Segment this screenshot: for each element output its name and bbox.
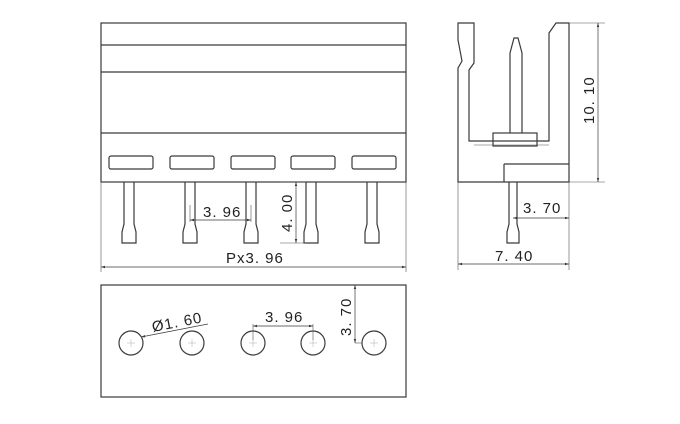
dim-pin-length-label: 4. 00 bbox=[279, 194, 296, 232]
bottom-view: Ø1. 60 3. 96 3. 70 bbox=[100, 284, 407, 398]
side-pin-top bbox=[509, 37, 523, 133]
bottom-view-body bbox=[100, 284, 407, 398]
dim-hole-pitch-label: 3. 96 bbox=[265, 309, 303, 326]
dim-pin-offset-label: 3. 70 bbox=[523, 200, 561, 217]
side-view-body bbox=[457, 22, 570, 183]
pin-slots bbox=[108, 155, 397, 170]
pin bbox=[182, 182, 198, 244]
front-view-body bbox=[100, 22, 407, 183]
pin bbox=[303, 182, 319, 244]
pin-slot bbox=[108, 155, 154, 170]
pin bbox=[121, 182, 137, 244]
side-view: 10. 10 3. 70 7. 40 bbox=[457, 22, 605, 270]
front-view: 3. 96 4. 00 Px3. 96 bbox=[100, 22, 407, 272]
side-pin-bottom bbox=[506, 182, 520, 244]
pin-slot bbox=[351, 155, 397, 170]
pin-slot bbox=[230, 155, 276, 170]
side-pin-collar bbox=[492, 132, 538, 147]
dim-overall-label: Px3. 96 bbox=[226, 250, 284, 267]
dim-hole-offset-label: 3. 70 bbox=[338, 298, 355, 336]
pin-slot bbox=[290, 155, 336, 170]
dim-height-label: 10. 10 bbox=[581, 76, 598, 124]
pin-slot bbox=[169, 155, 215, 170]
dim-pitch-label: 3. 96 bbox=[203, 204, 241, 221]
pins bbox=[121, 182, 380, 244]
pin bbox=[243, 182, 259, 244]
dim-depth-label: 7. 40 bbox=[495, 248, 533, 265]
pin bbox=[364, 182, 380, 244]
holes bbox=[118, 330, 387, 356]
